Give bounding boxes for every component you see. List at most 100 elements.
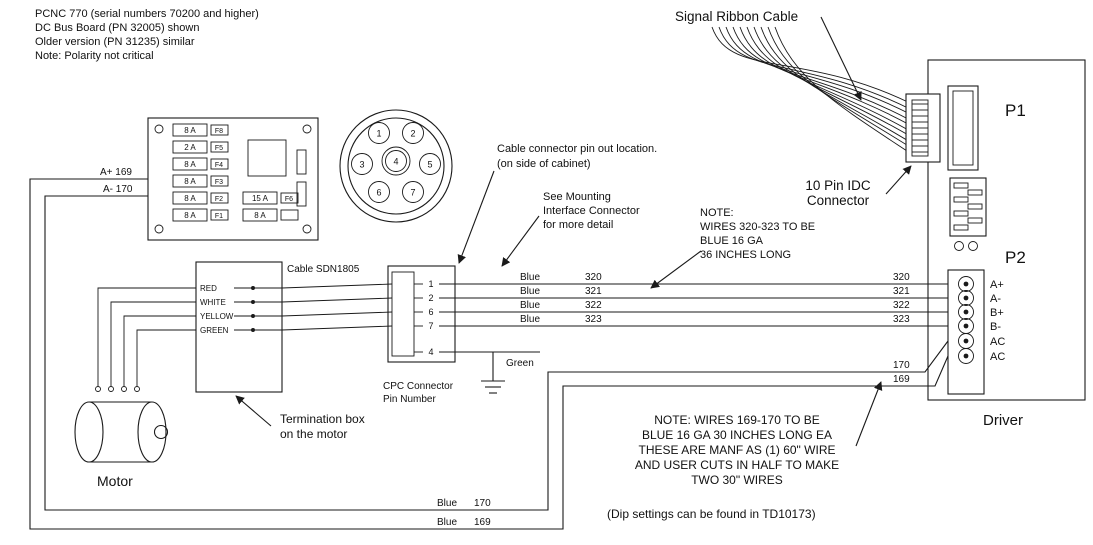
wire-num: 320 xyxy=(585,272,602,283)
p1-connector-inner xyxy=(952,90,974,166)
mounting-note: for more detail xyxy=(543,219,613,231)
cpc-pin-number: 7 xyxy=(428,321,433,331)
wire-color: Blue xyxy=(520,300,540,311)
fuse-name: F2 xyxy=(215,196,223,203)
driver-hole xyxy=(968,241,978,251)
p2-pin-dot xyxy=(963,281,969,287)
motor-right-cap xyxy=(137,401,167,463)
fuse-name: F3 xyxy=(215,179,223,186)
cpc-pin-number: 4 xyxy=(428,347,433,357)
fuse-rating: 8 A xyxy=(184,194,196,203)
signal-ribbon-label: Signal Ribbon Cable xyxy=(675,9,798,24)
note2-leader xyxy=(855,381,883,447)
terminal-dot xyxy=(251,314,255,318)
fuse xyxy=(242,191,278,205)
p2-connector xyxy=(947,269,985,395)
p2-pin xyxy=(958,276,974,292)
dip-switch xyxy=(953,182,969,189)
p1-label: P1 xyxy=(1005,101,1026,120)
fuse-rating: 8 A xyxy=(184,160,196,169)
connector-pin xyxy=(351,153,373,175)
connector-pin-number: 7 xyxy=(410,188,415,198)
fuse-name: F4 xyxy=(215,162,223,169)
p2-pin-label: A+ xyxy=(990,279,1004,291)
motor-shaft xyxy=(153,424,169,440)
connector-pin xyxy=(402,122,424,144)
ribbon-wire xyxy=(767,26,911,148)
wire-color: Blue xyxy=(520,314,540,325)
p2-pin-label: B+ xyxy=(990,307,1004,319)
fuse-name: F1 xyxy=(215,213,223,220)
board-relay xyxy=(247,139,287,177)
p2-pin-dot xyxy=(963,323,969,329)
p2-pin xyxy=(958,304,974,320)
note2-line: AND USER CUTS IN HALF TO MAKE xyxy=(635,458,839,472)
motor-wire-label: WHITE xyxy=(200,298,226,307)
mounting-note: See Mounting xyxy=(543,191,611,203)
motor-wire-label: RED xyxy=(200,284,217,293)
wire-num-169: 169 xyxy=(893,374,910,385)
ribbon-wire xyxy=(718,26,911,110)
dip-switch xyxy=(953,210,969,217)
note2-line: TWO 30" WIRES xyxy=(691,473,783,487)
idc-label: Connector xyxy=(807,193,870,208)
fuse-rating: 8 A xyxy=(184,211,196,220)
fuse-rating: 8 A xyxy=(254,211,266,220)
wire-num-right: 323 xyxy=(893,314,910,325)
header-line: PCNC 770 (serial numbers 70200 and highe… xyxy=(35,8,259,20)
motor-wire xyxy=(123,315,196,386)
board-terminal xyxy=(296,181,307,207)
header-line: Older version (PN 31235) similar xyxy=(35,36,195,48)
dip-switch xyxy=(967,189,983,196)
fuse-rating: 8 A xyxy=(184,177,196,186)
wire-hook xyxy=(121,386,127,392)
wire-num: 321 xyxy=(585,286,602,297)
motor-wire xyxy=(110,301,196,386)
wire-num-right: 322 xyxy=(893,300,910,311)
wire-hook xyxy=(108,386,114,392)
termination-leader xyxy=(235,395,272,427)
wire-color: Blue xyxy=(520,286,540,297)
ground-symbol-icon xyxy=(481,380,505,394)
fuse-name: F8 xyxy=(215,128,223,135)
fuse-label-box xyxy=(210,192,229,204)
note1-line: NOTE: xyxy=(700,207,734,219)
bottom-wire-num: 169 xyxy=(474,517,491,528)
termination-note: on the motor xyxy=(280,427,347,441)
cable-wire xyxy=(281,311,393,317)
p2-pin-dot xyxy=(963,338,969,344)
dip-switch xyxy=(953,224,969,231)
wire-hook xyxy=(95,386,101,392)
note1-line: WIRES 320-323 TO BE xyxy=(700,221,815,233)
ribbon-wire xyxy=(746,26,911,132)
fuse-rating: 8 A xyxy=(184,126,196,135)
termination-box xyxy=(195,261,283,393)
cpc-caption: Pin Number xyxy=(383,394,436,405)
fuse-label-box xyxy=(210,175,229,187)
fuse xyxy=(172,157,208,171)
fuse-label-box xyxy=(280,209,299,221)
fuse-label-box xyxy=(210,124,229,136)
fuse xyxy=(172,191,208,205)
wire-hook xyxy=(134,386,140,392)
motor-wire-label: GREEN xyxy=(200,326,229,335)
cpc-connector xyxy=(387,265,456,363)
connector-pin xyxy=(385,150,407,172)
a-minus-label: A- 170 xyxy=(103,184,133,195)
termination-note: Termination box xyxy=(280,412,365,426)
cpc-pin-number: 1 xyxy=(428,279,433,289)
driver-enclosure xyxy=(927,59,1086,401)
circular-connector-outer xyxy=(339,109,453,223)
p2-pin-label: A- xyxy=(990,293,1001,305)
note1-leader xyxy=(650,250,702,289)
cpc-connector-inner xyxy=(391,271,415,357)
cable-wire xyxy=(281,297,393,303)
note2-line: BLUE 16 GA 30 INCHES LONG EA xyxy=(642,428,832,442)
p2-pin-label: B- xyxy=(990,321,1001,333)
motor-wire xyxy=(136,329,196,386)
connector-pin-number: 2 xyxy=(410,129,415,139)
cable-connector-leader xyxy=(457,170,495,264)
fuse xyxy=(172,123,208,137)
fuse-label-box xyxy=(210,141,229,153)
